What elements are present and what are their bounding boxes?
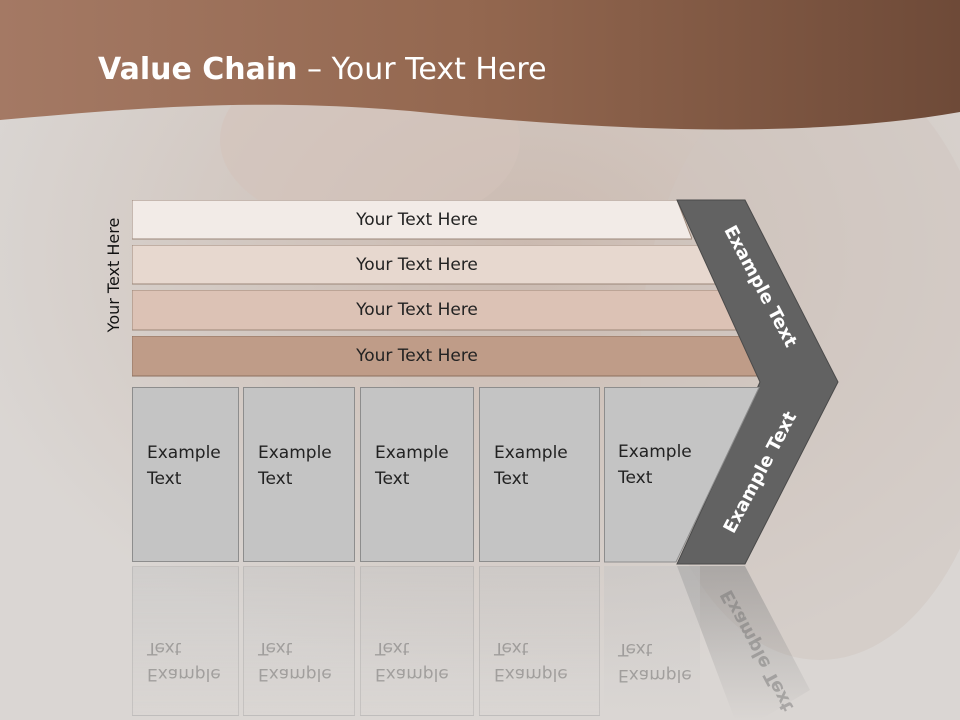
support-bar-4-label: Your Text Here — [356, 346, 478, 366]
support-bar-3: Your Text Here — [132, 290, 740, 331]
support-bar-2-label: Your Text Here — [356, 255, 478, 275]
support-bar-4: Your Text Here — [132, 336, 764, 377]
support-bar-2: Your Text Here — [132, 245, 717, 285]
support-bar-1-label: Your Text Here — [356, 210, 478, 230]
activity-column-5 — [604, 387, 760, 563]
support-bar-1: Your Text Here — [132, 200, 692, 240]
support-bar-3-label: Your Text Here — [356, 300, 478, 320]
title-rest: – Your Text Here — [297, 52, 547, 87]
title-bold: Value Chain — [98, 52, 298, 87]
chevron-reflection — [677, 566, 810, 720]
page-title: Value Chain – Your Text Here — [98, 52, 547, 87]
